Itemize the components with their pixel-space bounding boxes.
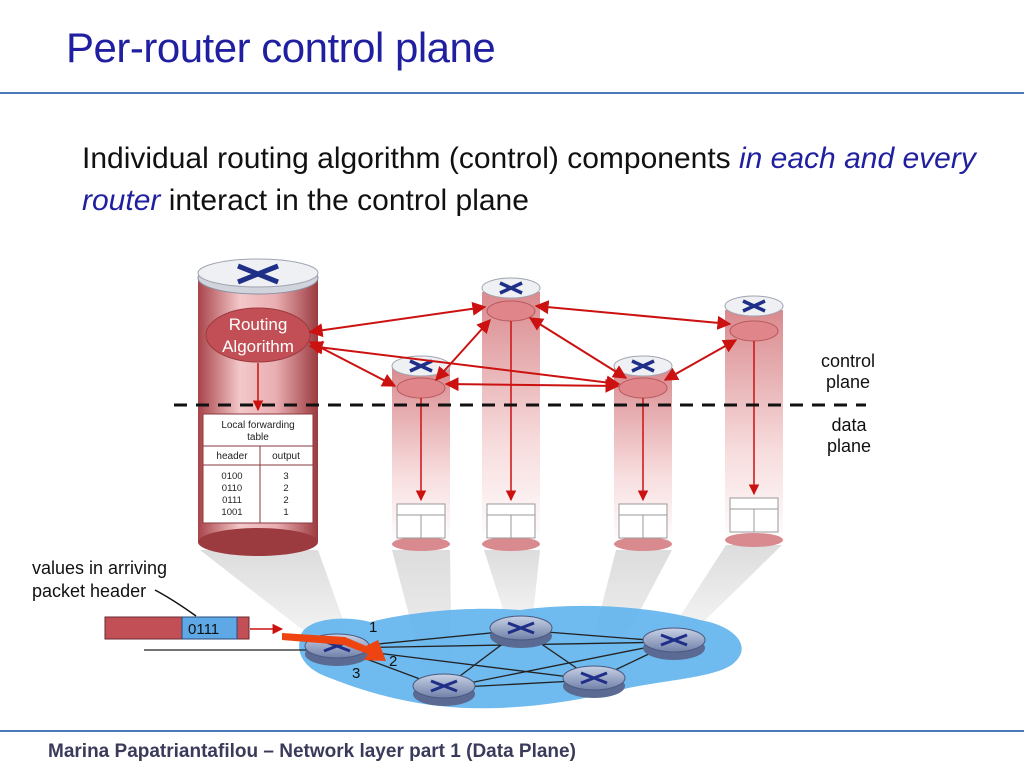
routing-algorithm-label-line1: Routing <box>229 315 288 334</box>
packet-label-line1: values in arriving <box>32 558 167 578</box>
network-cloud <box>299 605 742 709</box>
intro-part1: Individual routing algorithm (control) c… <box>82 142 739 175</box>
data-plane-label-line2: plane <box>827 436 871 456</box>
table-row-2-output: 2 <box>283 483 288 494</box>
table-title-line1: Local forwarding <box>221 420 294 431</box>
control-plane-label-line1: control <box>821 351 875 371</box>
beam-3 <box>484 550 540 625</box>
routing-algorithm-label-line2: Algorithm <box>222 337 294 356</box>
control-plane-arrows <box>308 300 738 393</box>
packet-label-line2: packet header <box>32 581 146 601</box>
table-row-1-header: 0100 <box>221 471 242 482</box>
router-cylinder-4 <box>613 355 673 551</box>
intro-part2: interact in the control plane <box>160 184 529 217</box>
arriving-packet <box>104 616 250 640</box>
slide-title: Per-router control plane <box>66 24 496 71</box>
port-label-1: 1 <box>369 619 377 636</box>
table-row-2-header: 0110 <box>222 483 242 494</box>
table-row-3-output: 2 <box>283 495 288 506</box>
table-row-1-output: 3 <box>283 471 288 482</box>
slide-footer: Marina Papatriantafilou – Network layer … <box>48 741 576 762</box>
cylinder-inner-arrows <box>415 321 760 502</box>
network-router-3 <box>412 673 476 706</box>
beam-5 <box>668 545 782 635</box>
local-forwarding-table <box>202 413 314 524</box>
table-title-line2: table <box>247 432 269 443</box>
beam-1 <box>200 550 352 645</box>
port-label-3: 3 <box>352 665 360 682</box>
data-plane-label-line1: data <box>831 415 867 435</box>
control-plane-label-line2: plane <box>826 372 870 392</box>
packet-label-pointer <box>154 589 197 617</box>
intro-text: Individual routing algorithm (control) c… <box>82 138 982 222</box>
intro-emphasis: in each and every router <box>82 142 976 217</box>
title-divider <box>0 92 1024 94</box>
table-row-3-header: 0111 <box>222 495 242 506</box>
table-row-4-header: 1001 <box>221 507 242 518</box>
packet-header-value: 0111 <box>188 621 219 638</box>
table-header-col1: header <box>216 451 248 462</box>
table-header-col2: output <box>272 451 300 462</box>
footer-divider <box>0 730 1024 732</box>
network-router-2 <box>489 615 553 648</box>
port-label-2: 2 <box>389 653 397 670</box>
table-row-4-output: 1 <box>283 507 288 518</box>
forwarding-arrow <box>282 633 386 661</box>
network-router-5 <box>642 627 706 660</box>
network-router-4 <box>562 665 626 698</box>
